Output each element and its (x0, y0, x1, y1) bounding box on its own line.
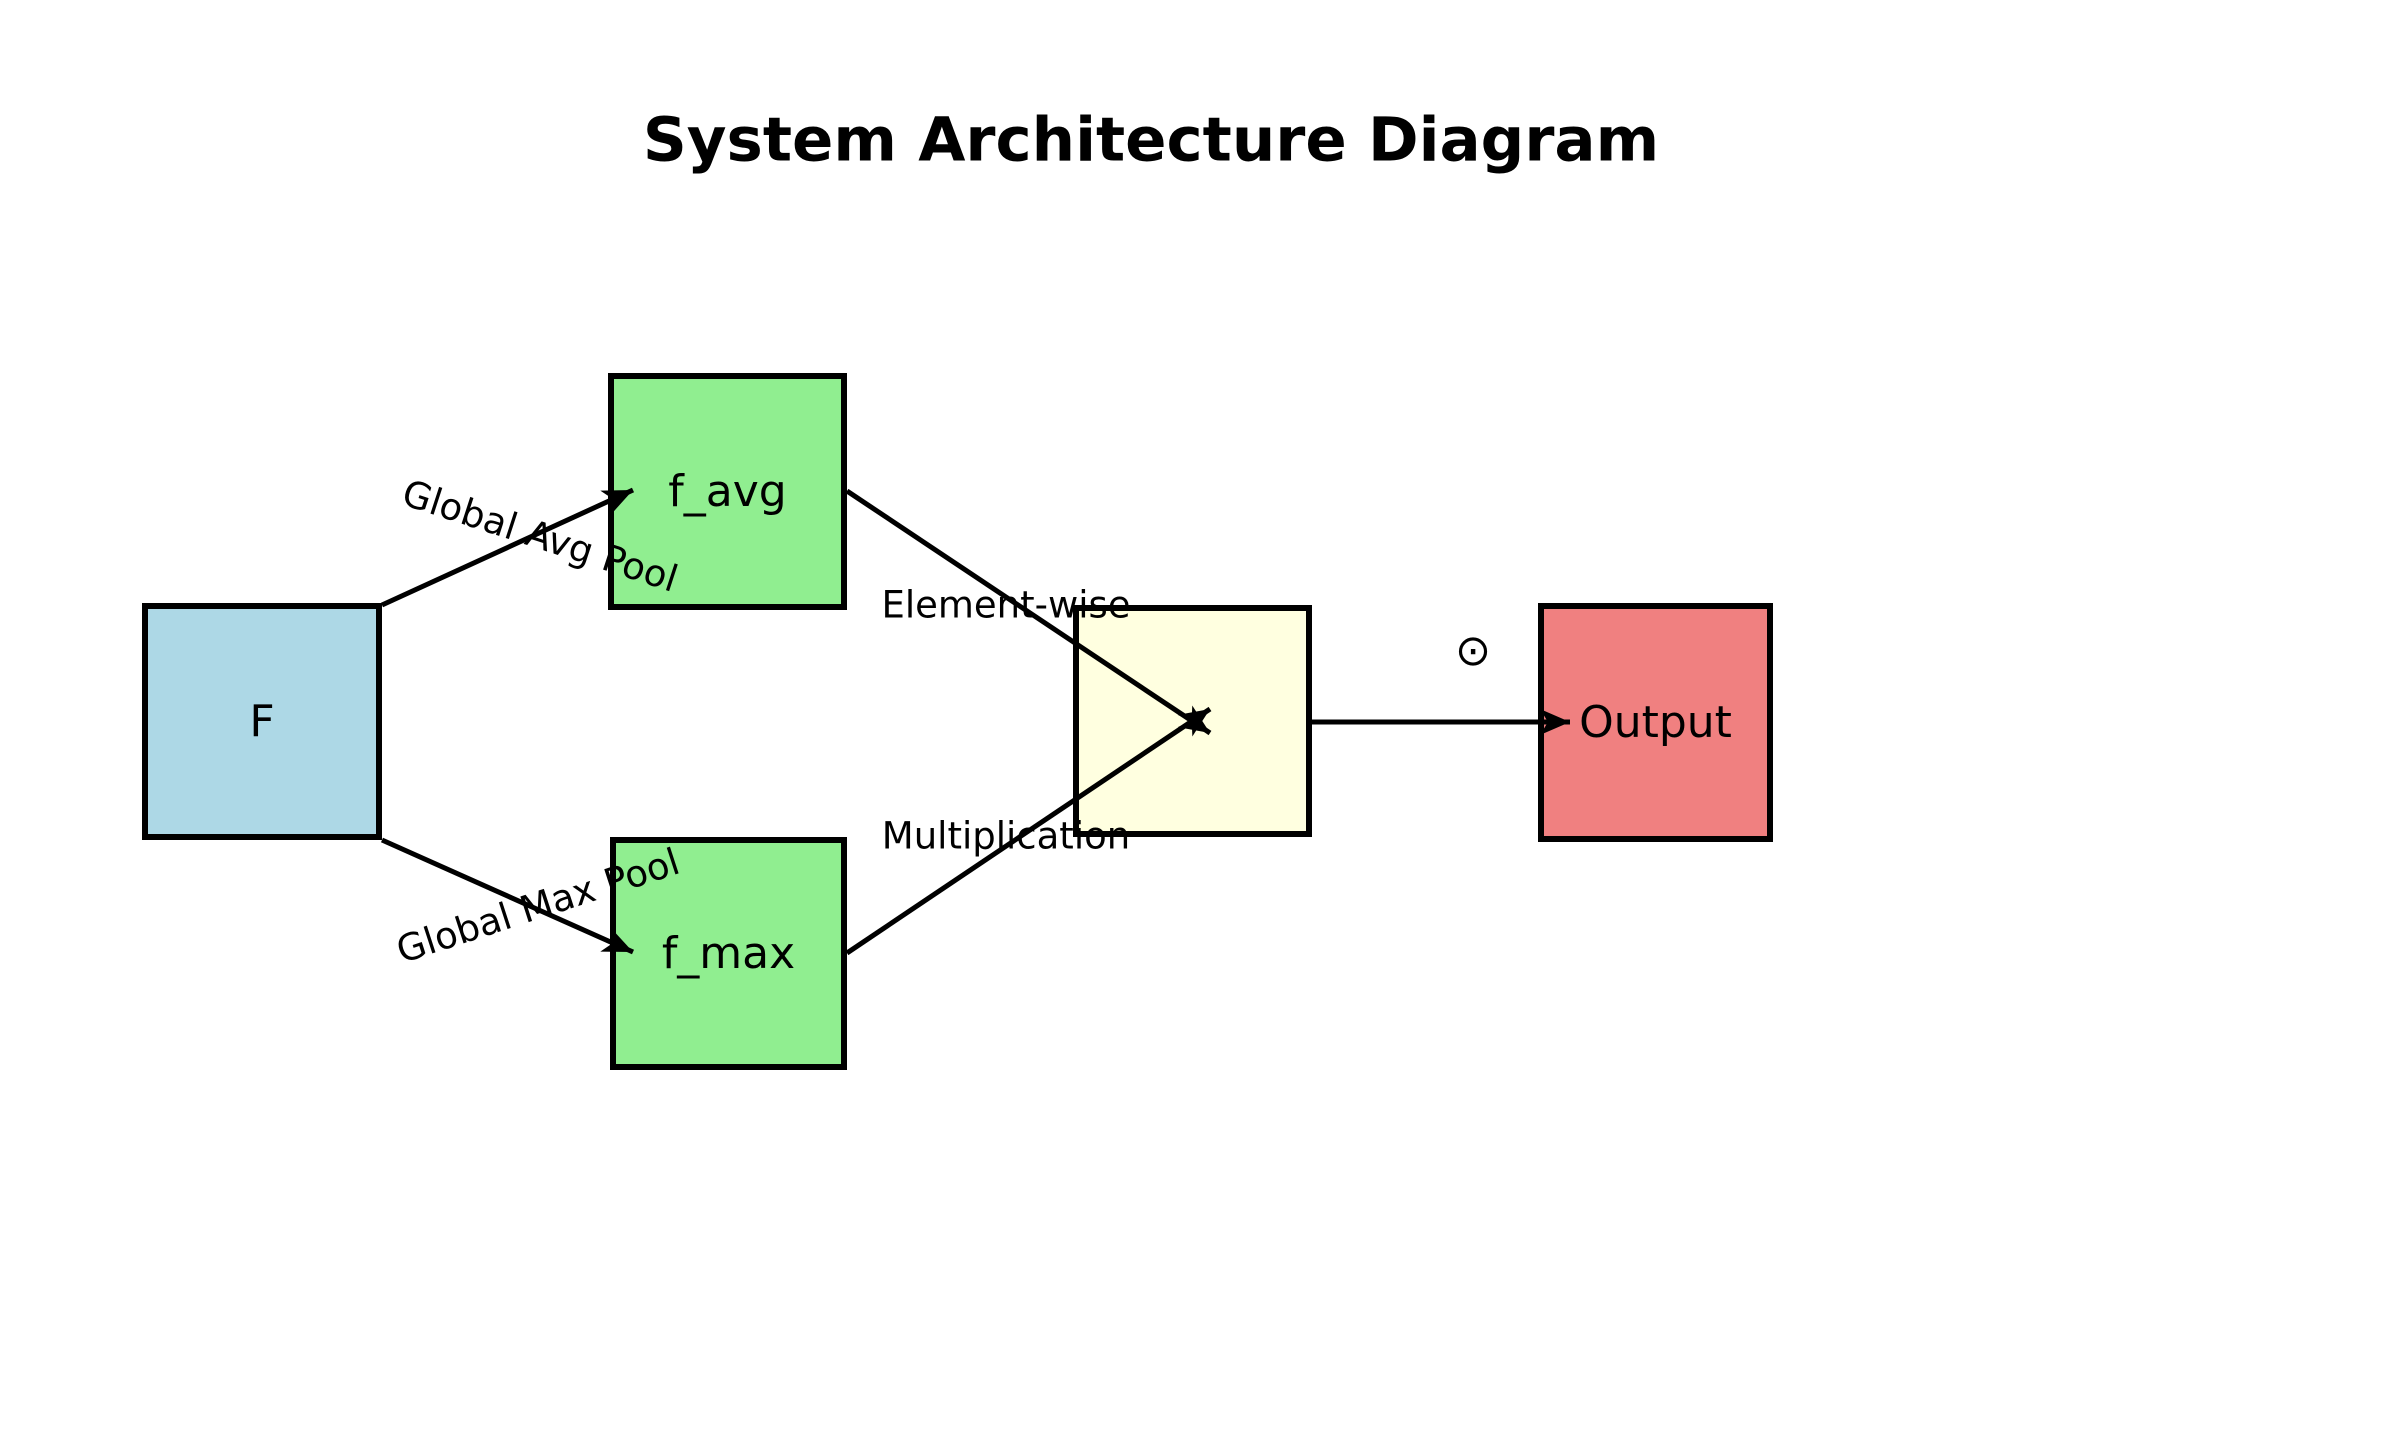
output-node: Output (1538, 603, 1773, 842)
avg-pool-node: f_avg (608, 373, 847, 610)
edge-label-multiplication: Multiplication (881, 814, 1131, 858)
max-pool-node-label: f_max (661, 928, 796, 979)
diagram-title: System Architecture Diagram (642, 104, 1660, 176)
odot-operator-symbol: ⊙ (1454, 626, 1492, 676)
input-node-label: F (249, 696, 275, 747)
output-node-label: Output (1579, 697, 1732, 748)
avg-pool-node-label: f_avg (668, 466, 787, 517)
edge-label-element-wise: Element-wise (881, 583, 1131, 627)
input-node: F (142, 603, 382, 840)
max-pool-node: f_max (610, 837, 847, 1070)
fusion-node (1073, 605, 1312, 837)
